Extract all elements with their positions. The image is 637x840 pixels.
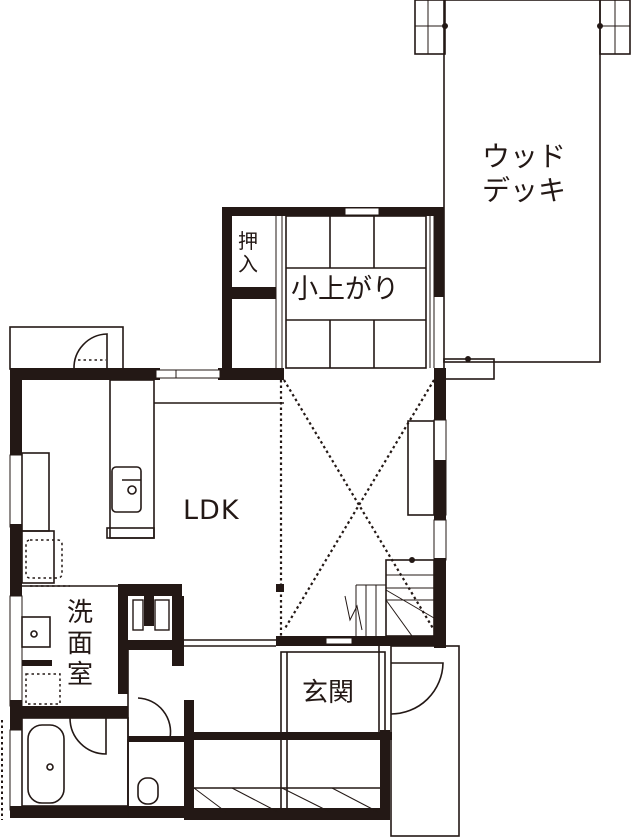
room-label-koagari: 小上がり bbox=[291, 274, 399, 305]
room-label-genkan: 玄関 bbox=[302, 678, 355, 708]
kitchen bbox=[21, 379, 180, 587]
shoe-storage bbox=[184, 730, 392, 820]
koagari-area bbox=[222, 207, 444, 379]
exterior-walls bbox=[9, 368, 447, 818]
toilet bbox=[127, 697, 194, 818]
room-label-ldk: LDK bbox=[183, 495, 240, 526]
atrium-void bbox=[276, 379, 435, 636]
bathroom bbox=[21, 717, 129, 807]
room-label-oshiire: 押 入 bbox=[238, 229, 258, 276]
porch bbox=[9, 326, 124, 370]
wood-deck bbox=[414, 0, 631, 380]
washroom bbox=[10, 584, 276, 818]
room-label-senmenshitsu: 洗 面 室 bbox=[66, 598, 93, 691]
room-label-wood-deck: ウッド デッキ bbox=[482, 140, 567, 207]
stairs bbox=[344, 557, 435, 637]
